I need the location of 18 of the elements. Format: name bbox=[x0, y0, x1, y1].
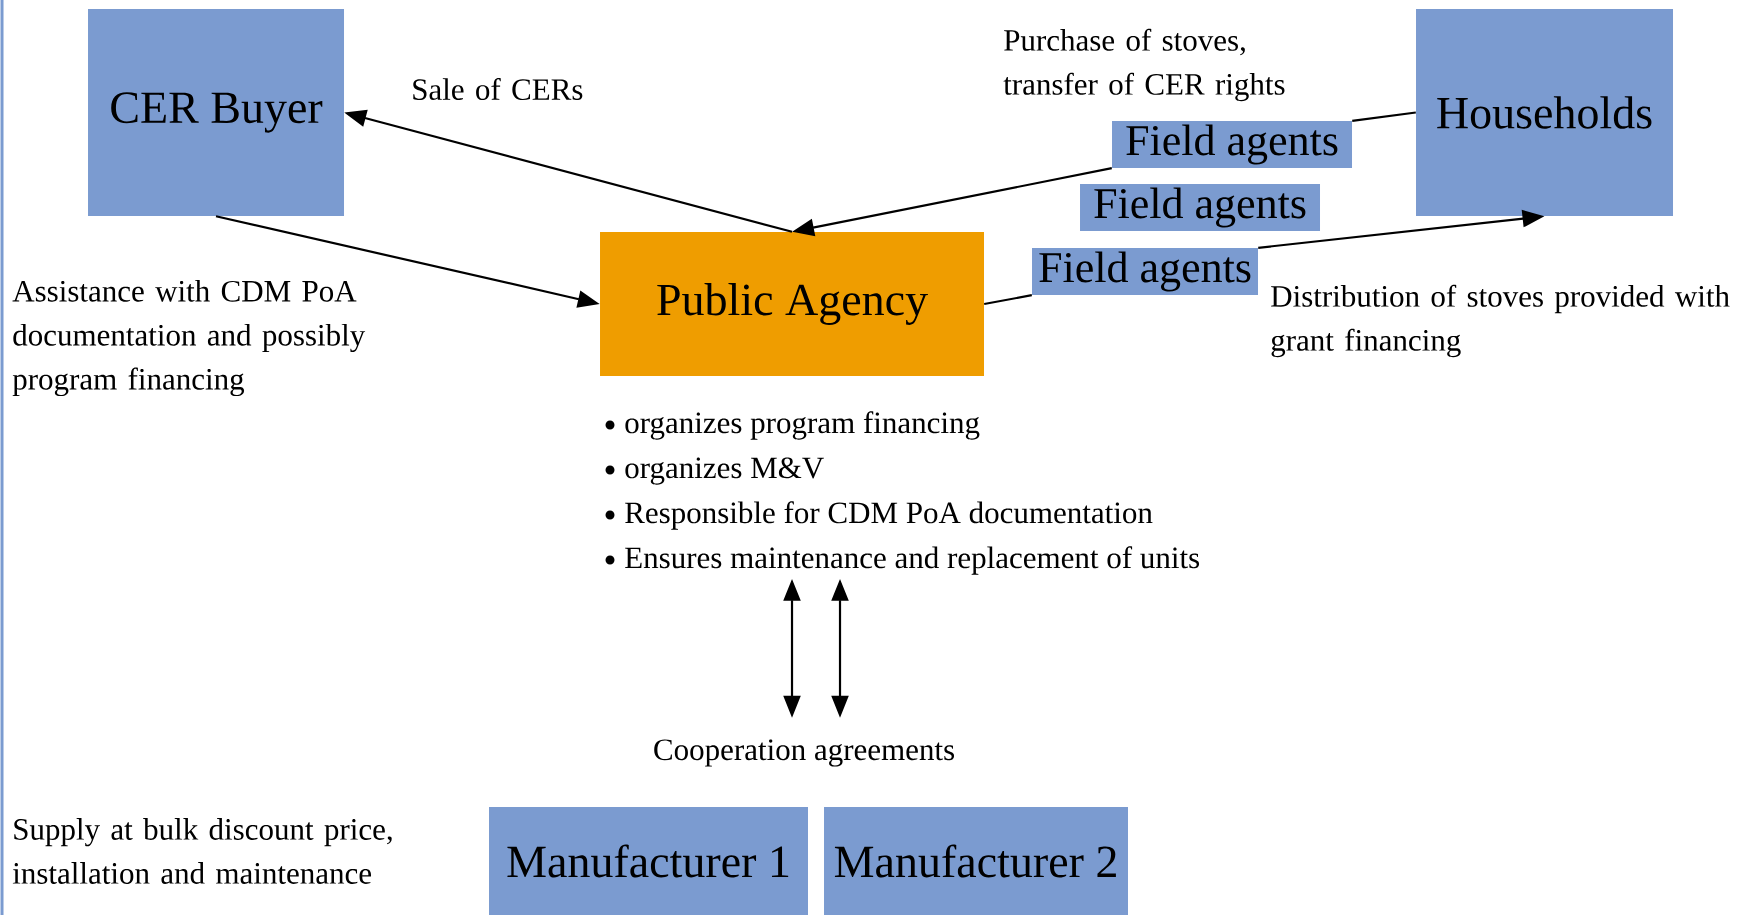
bullet-item: Ensures maintenance and replacement of units bbox=[625, 546, 1200, 575]
manufacturer-box: Manufacturer 2 bbox=[824, 807, 1128, 915]
edge-label: Distribution of stoves provided with grant financing bbox=[1271, 284, 1730, 358]
edge-label: Assistance with CDM PoA documentation and possibly program financing bbox=[12, 279, 366, 397]
bullet-item: Responsible for CDM PoA documentation bbox=[625, 501, 1153, 530]
edge-label: Purchase of stoves, transfer of CER rights bbox=[1003, 28, 1285, 102]
buyer-box: CER Buyer bbox=[88, 9, 344, 216]
supply-label: Supply at bulk discount price, installation and maintenance bbox=[12, 818, 392, 884]
agent-box: Field agents bbox=[1032, 248, 1258, 295]
agent-box: Field agents bbox=[1112, 121, 1352, 168]
agent-box: Field agents bbox=[1080, 184, 1320, 231]
households-box: Households bbox=[1416, 9, 1673, 216]
agency-box: Public Agency bbox=[600, 232, 984, 376]
manufacturer-box: Manufacturer 1 bbox=[489, 807, 808, 915]
agreement-text: Cooperation agreements bbox=[654, 739, 954, 767]
bullet-item: organizes M&V bbox=[625, 457, 824, 485]
edge-label: Sale of CERs bbox=[413, 77, 583, 101]
bullet-item: organizes program financing bbox=[625, 411, 980, 440]
